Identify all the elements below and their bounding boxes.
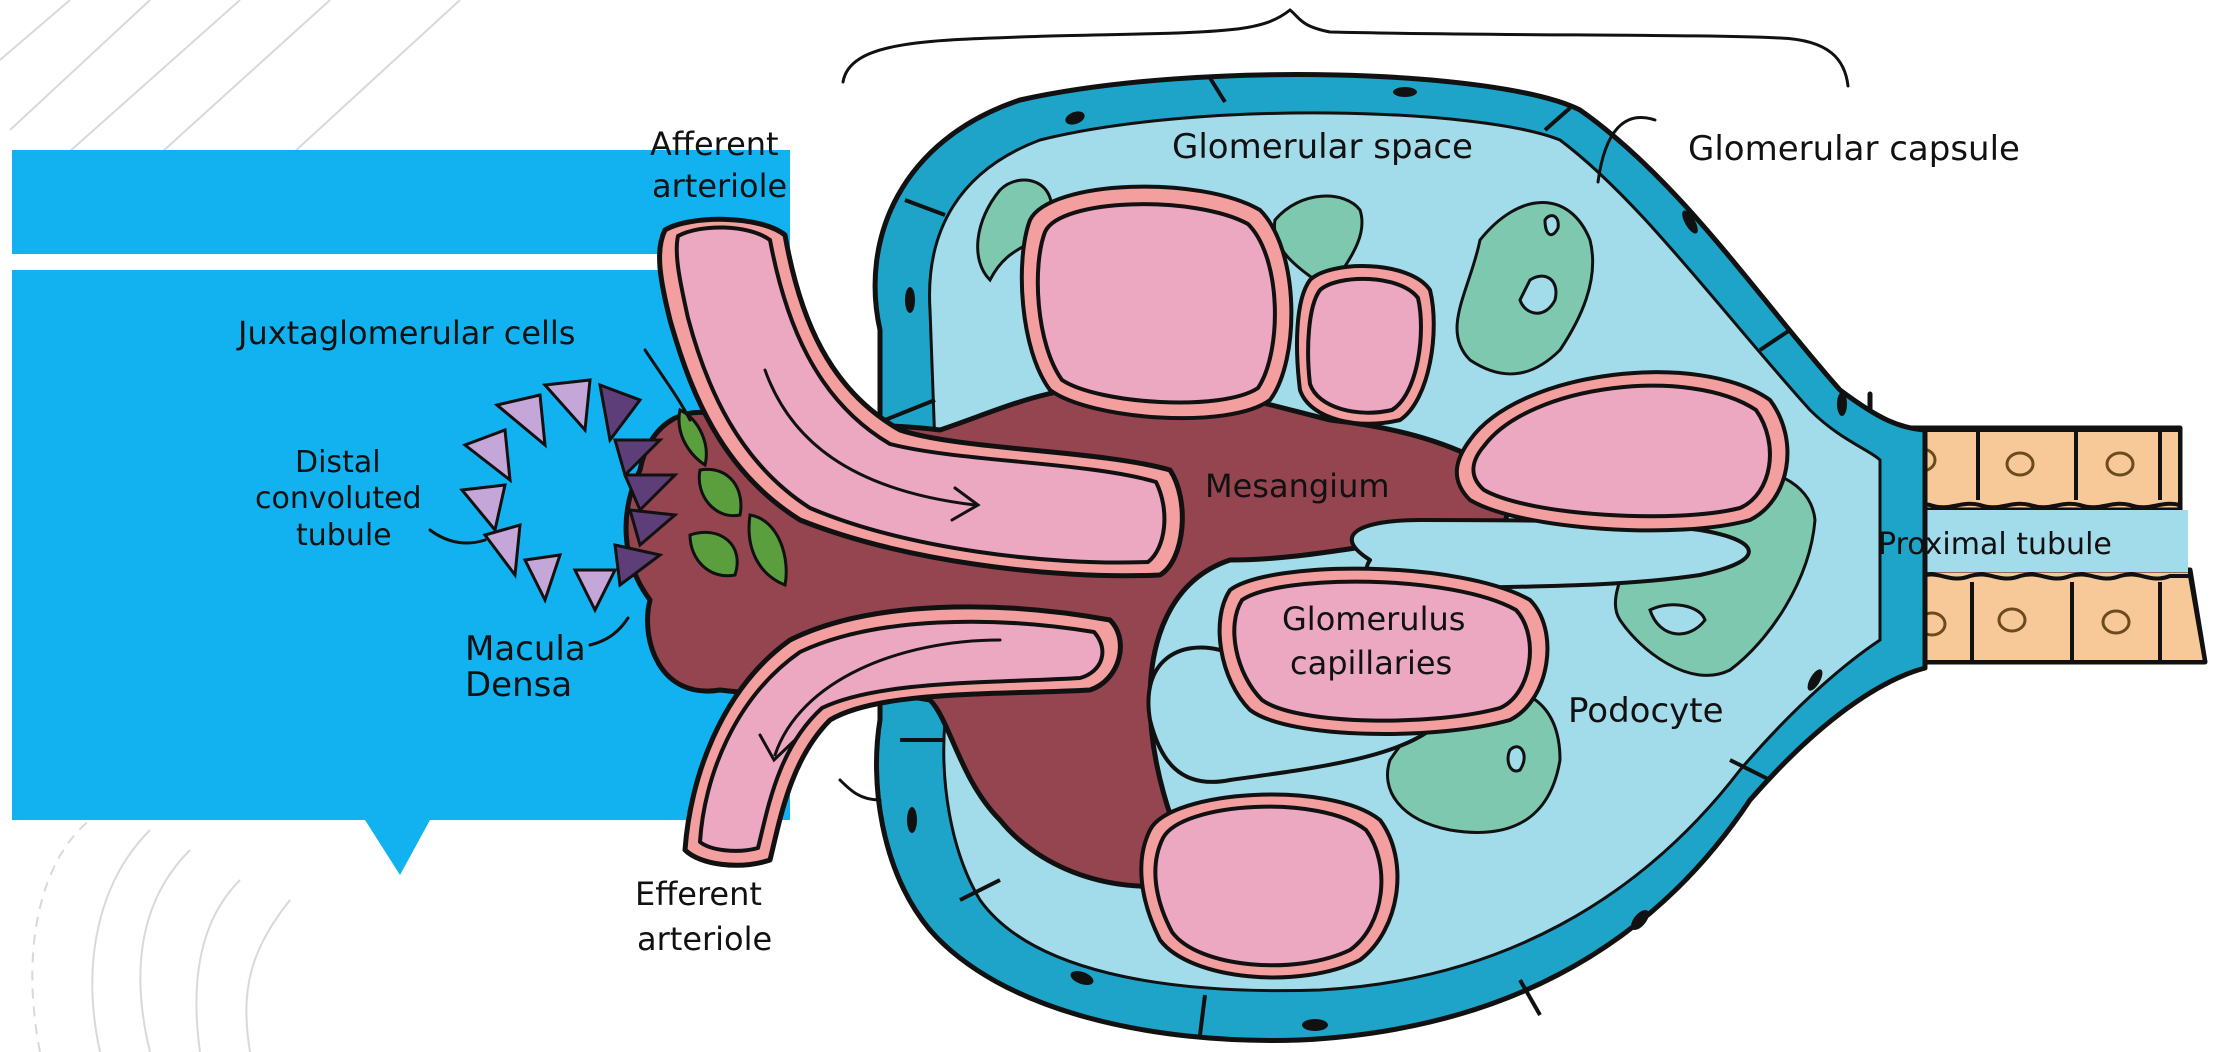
label-efferent-2: arteriole xyxy=(637,920,772,958)
label-juxtaglomerular-cells: Juxtaglomerular cells xyxy=(236,314,575,352)
label-afferent-2: arteriole xyxy=(652,167,787,205)
label-podocyte: Podocyte xyxy=(1568,691,1724,731)
label-macula-2: Densa xyxy=(465,665,572,705)
label-efferent-1: Efferent xyxy=(635,875,762,913)
label-glomerular-space: Glomerular space xyxy=(1172,127,1473,167)
label-glomerular-capsule: Glomerular capsule xyxy=(1688,129,2020,169)
label-distal-2: convoluted xyxy=(255,481,422,516)
label-distal-3: tubule xyxy=(296,518,392,553)
label-afferent-1: Afferent xyxy=(650,125,779,163)
label-macula-1: Macula xyxy=(465,629,586,669)
label-proximal-tubule: Proximal tubule xyxy=(1878,527,2112,562)
label-mesangium: Mesangium xyxy=(1205,467,1390,505)
label-glomerulus-capillaries-1: Glomerulus xyxy=(1282,600,1465,638)
label-glomerulus-capillaries-2: capillaries xyxy=(1290,644,1452,682)
label-distal-1: Distal xyxy=(295,445,381,480)
